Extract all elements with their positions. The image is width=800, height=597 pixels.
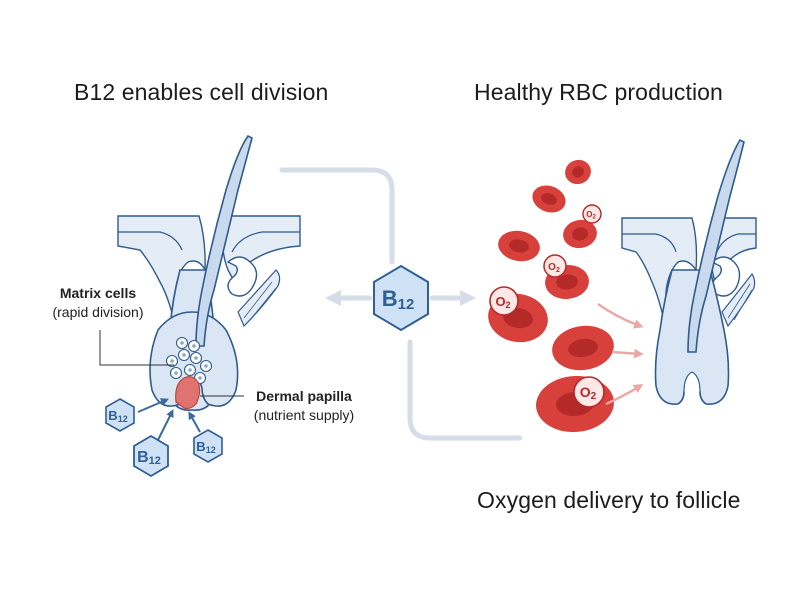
connector-top xyxy=(279,167,395,265)
o2-bubble-3: O2 xyxy=(489,286,519,316)
title-cell-division: B12 enables cell division xyxy=(74,79,329,105)
oxygen-arrow-2 xyxy=(611,348,644,359)
rbc-4 xyxy=(498,230,540,262)
svg-text:O2: O2 xyxy=(495,294,510,310)
skin-line-left-b xyxy=(231,231,300,253)
b12-hex-small-1: B12 xyxy=(105,398,135,432)
connector-lines xyxy=(279,167,523,441)
muscle-lines-left xyxy=(243,281,277,321)
rbc-7 xyxy=(552,325,614,371)
right-follicle xyxy=(621,138,757,405)
title-rbc-production: Healthy RBC production xyxy=(474,79,723,105)
sebaceous-gland-left xyxy=(226,256,258,297)
b12-hex-small-3: B12 xyxy=(193,429,223,463)
svg-text:B12: B12 xyxy=(137,449,161,467)
sebaceous-gland-right xyxy=(710,256,741,297)
rbc-3 xyxy=(563,219,597,249)
rbc-1 xyxy=(565,159,591,185)
o2-bubble-4: O2 xyxy=(573,376,605,408)
oxygen-arrow-3 xyxy=(605,383,644,406)
left-follicle xyxy=(99,134,301,441)
skin-line-right xyxy=(622,233,677,253)
svg-text:O2: O2 xyxy=(580,384,597,402)
o2-bubble-1: O2 xyxy=(582,204,602,224)
b12-hex-center: B12 xyxy=(373,264,429,332)
skin-layer-right-a xyxy=(621,217,698,331)
svg-text:O2: O2 xyxy=(548,262,560,274)
title-oxygen-delivery: Oxygen delivery to follicle xyxy=(477,487,741,513)
svg-text:B12: B12 xyxy=(382,286,415,313)
label-papilla-sub: (nutrient supply) xyxy=(254,407,354,423)
svg-text:O2: O2 xyxy=(586,210,596,221)
b12-arrow-2 xyxy=(157,409,174,441)
muscle-lines-right xyxy=(727,283,753,321)
skin-line-left xyxy=(118,231,183,251)
label-dermal-papilla: Dermal papilla xyxy=(256,388,352,404)
label-matrix-cells: Matrix cells xyxy=(60,285,136,301)
rbc-8 xyxy=(536,375,614,433)
rbc-2 xyxy=(532,185,566,213)
b12-arrow-1 xyxy=(137,398,169,413)
o2-bubble-2: O2 xyxy=(543,254,567,278)
matrix-cells xyxy=(165,336,213,385)
label-matrix-sub: (rapid division) xyxy=(52,304,143,320)
papilla-right xyxy=(683,371,701,393)
dermal-papilla xyxy=(175,376,201,410)
hair-shaft-right xyxy=(687,138,745,353)
matrix-nuclei xyxy=(170,341,208,380)
svg-text:B12: B12 xyxy=(196,439,215,455)
matrix-leader-line xyxy=(99,330,174,366)
svg-text:B12: B12 xyxy=(108,408,127,424)
b12-arrow-3 xyxy=(188,411,201,433)
connector-bottom xyxy=(407,339,523,441)
b12-hex-small-2: B12 xyxy=(133,434,169,478)
hair-shaft-left xyxy=(195,134,253,347)
oxygen-arrow-1 xyxy=(597,303,644,329)
oxygen-arrows xyxy=(597,303,644,406)
